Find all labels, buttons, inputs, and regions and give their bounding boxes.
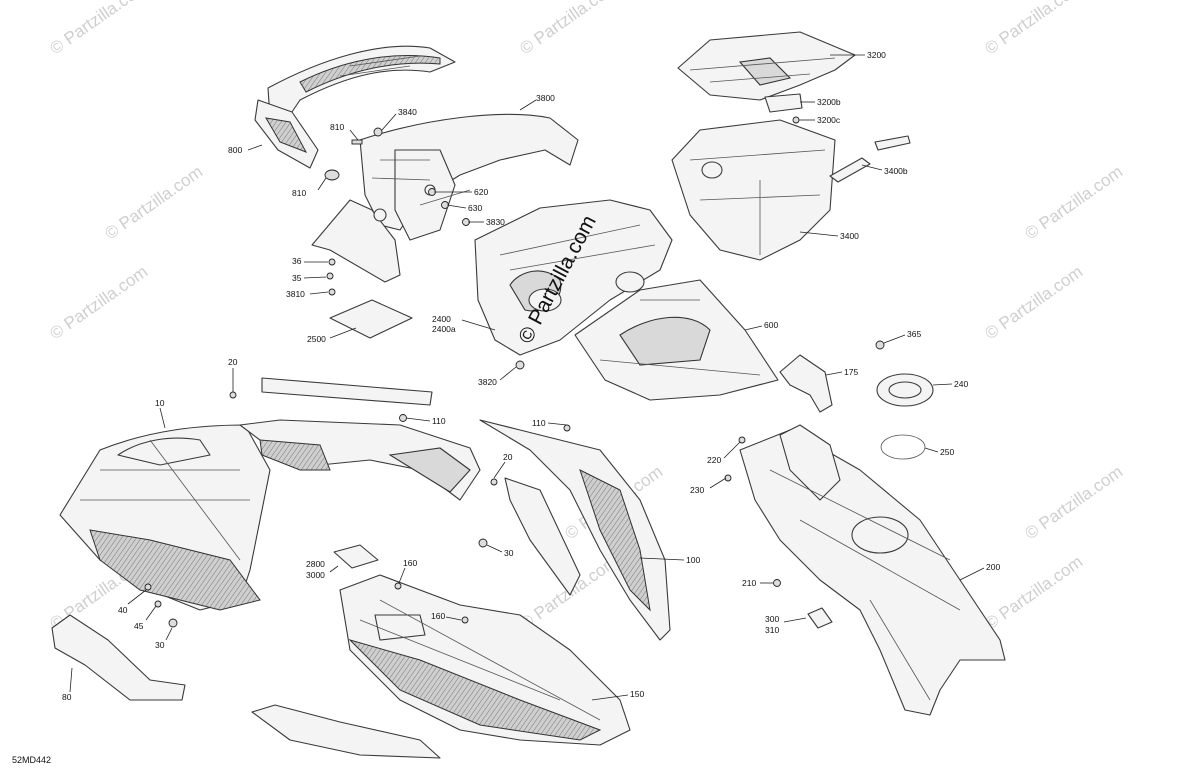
callout-250: 250 [940, 447, 954, 457]
callout-110: 110 [532, 418, 546, 428]
callout-45: 45 [134, 621, 144, 631]
diagram-code: 52MD442 [12, 755, 51, 765]
callout-3840: 3840 [398, 107, 417, 117]
callout-3400: 3400 [840, 231, 859, 241]
part-3200b-latch [764, 93, 803, 113]
watermark: © Partzilla.com [46, 0, 151, 58]
callout-3810: 3810 [286, 289, 305, 299]
callout-2400: 2400 [432, 314, 451, 324]
callout-30: 30 [155, 640, 165, 650]
callout-2500: 2500 [307, 334, 326, 344]
callout-810: 810 [330, 122, 344, 132]
part-3800-front-bracket [311, 113, 579, 283]
watermark: © Partzilla.com [1021, 162, 1126, 243]
callout-810: 810 [292, 188, 306, 198]
callout-36: 36 [292, 256, 302, 266]
callout-300: 300 [765, 614, 779, 624]
callout-35: 35 [292, 273, 302, 283]
watermark: © Partzilla.com [981, 0, 1086, 58]
part-3400b-strip [829, 157, 871, 183]
callout-2800: 2800 [306, 559, 325, 569]
callout-3800: 3800 [536, 93, 555, 103]
part-side-strip [504, 477, 581, 596]
part-150-lower-panel [339, 574, 631, 746]
callout-800: 800 [228, 145, 242, 155]
part-80-trim-strip [51, 614, 186, 701]
callout-3200: 3200 [867, 50, 886, 60]
callout-365: 365 [907, 329, 921, 339]
part-front-trim [239, 419, 481, 501]
part-240-filler-ring-inner [888, 381, 922, 399]
callout-175: 175 [844, 367, 858, 377]
part-3400b-strip [874, 135, 911, 151]
part-trim-strip [261, 377, 433, 406]
watermark: © Partzilla.com [516, 0, 621, 58]
watermark: © Partzilla.com [101, 162, 206, 243]
callout-2400a: 2400a [432, 324, 456, 334]
callout-160: 160 [431, 611, 445, 621]
callout-200: 200 [986, 562, 1000, 572]
callout-240: 240 [954, 379, 968, 389]
callout-10: 10 [155, 398, 165, 408]
callout-100: 100 [686, 555, 700, 565]
part-3200c-screw [792, 116, 800, 124]
part-300-gasket [807, 607, 833, 629]
callout-160: 160 [403, 558, 417, 568]
part-175-cap-bracket [779, 354, 833, 413]
callout-620: 620 [474, 187, 488, 197]
callout-3200b: 3200b [817, 97, 841, 107]
part-100-side-panel [479, 419, 671, 641]
callout-30: 30 [504, 548, 514, 558]
part-3400-storage-bin [671, 119, 836, 261]
part-800-upper-fairing [254, 45, 456, 169]
part-200-rear-frame [739, 424, 1006, 716]
callout-150: 150 [630, 689, 644, 699]
callout-210: 210 [742, 578, 756, 588]
part-3200-storage-lid [677, 31, 856, 101]
callout-20: 20 [228, 357, 238, 367]
part-2400-instrument-support [474, 199, 673, 356]
callout-3200c: 3200c [817, 115, 841, 125]
callout-3830: 3830 [486, 217, 505, 227]
callout-3000: 3000 [306, 570, 325, 580]
part-250-seal [880, 434, 926, 460]
callout-80: 80 [62, 692, 72, 702]
callout-630: 630 [468, 203, 482, 213]
part-floor-strip [251, 704, 441, 759]
callout-3820: 3820 [478, 377, 497, 387]
callout-600: 600 [764, 320, 778, 330]
callout-40: 40 [118, 605, 128, 615]
callout-230: 230 [690, 485, 704, 495]
part-2500-plate [329, 299, 413, 339]
callout-310: 310 [765, 625, 779, 635]
callout-3400b: 3400b [884, 166, 908, 176]
part-2800-tag [333, 544, 379, 569]
watermark: © Partzilla.com [46, 262, 151, 343]
callout-20: 20 [503, 452, 513, 462]
part-600-console [574, 279, 779, 401]
callout-labels: 3200 3200b 3200c 3400b 3400 3800 3840 81… [62, 50, 1000, 702]
callout-110: 110 [432, 416, 446, 426]
watermark: © Partzilla.com [981, 262, 1086, 343]
part-10-front-body [59, 424, 271, 611]
callout-220: 220 [707, 455, 721, 465]
leader-lines [69, 54, 985, 701]
hardware [144, 127, 885, 628]
watermark: © Partzilla.com [1021, 462, 1126, 543]
